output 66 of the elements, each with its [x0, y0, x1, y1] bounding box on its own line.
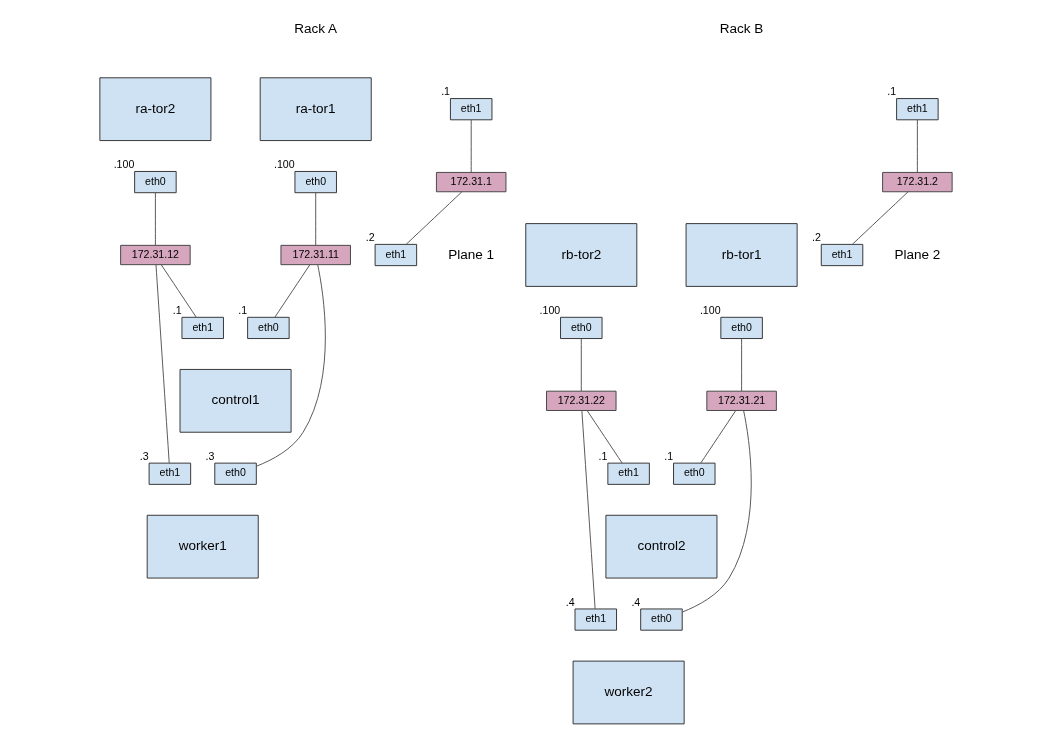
node-box: ra-tor1 [259, 77, 372, 142]
node-label: .1 [598, 450, 608, 463]
label: Plane 2 [894, 246, 941, 262]
node-label: .1 [441, 85, 451, 98]
node-box: eth0 [720, 316, 763, 340]
node-label: .3 [139, 450, 149, 463]
node-box: control1 [179, 368, 292, 433]
node-box: worker1 [146, 514, 259, 579]
node-box: eth1 [820, 243, 864, 267]
connector [160, 264, 197, 318]
node-label: .1 [238, 304, 248, 317]
node-label: .3 [205, 450, 215, 463]
connector [256, 264, 326, 467]
node-label: .100 [273, 158, 295, 171]
node-box: rb-tor1 [685, 223, 798, 287]
node-box: 172.31.11 [280, 244, 351, 266]
connector [741, 338, 743, 392]
node-label: .1 [887, 85, 897, 98]
connector [916, 119, 918, 173]
node-label: .4 [631, 595, 641, 608]
node-box: 172.31.12 [120, 244, 191, 266]
node-box: eth1 [374, 243, 418, 267]
connector [580, 338, 582, 392]
connector [586, 410, 623, 464]
node-box: eth1 [148, 462, 192, 485]
node-box: eth0 [294, 171, 337, 194]
node-box: eth0 [673, 462, 716, 485]
node-box: 172.31.2 [882, 171, 953, 193]
node-label: .1 [172, 304, 182, 317]
node-label: .1 [664, 450, 674, 463]
node-box: eth0 [247, 316, 290, 340]
label: Plane 1 [448, 246, 495, 262]
connector [315, 192, 317, 246]
node-box: eth0 [560, 316, 603, 340]
connector [581, 410, 596, 610]
connector [405, 191, 463, 245]
node-box: eth0 [134, 171, 177, 194]
node-label: .4 [565, 595, 575, 608]
node-label: .2 [365, 231, 375, 244]
node-box: worker2 [572, 660, 685, 725]
node-label: .100 [539, 304, 561, 317]
connector [681, 410, 752, 613]
node-label: .2 [812, 231, 821, 244]
node-box: eth1 [574, 608, 618, 631]
node-box: control2 [605, 514, 718, 579]
node-box: 172.31.22 [546, 390, 617, 411]
node-box: eth1 [607, 462, 650, 485]
node-box: ra-tor2 [99, 77, 212, 142]
label: Rack A [294, 21, 338, 37]
connector [470, 119, 472, 173]
node-box: eth1 [896, 98, 939, 121]
label: Rack B [719, 21, 764, 37]
connector [851, 191, 909, 245]
connector [154, 192, 156, 246]
node-box: eth1 [449, 98, 493, 121]
node-box: rb-tor2 [525, 223, 638, 287]
node-label: .100 [699, 304, 721, 317]
node-box: 172.31.1 [435, 171, 507, 193]
node-box: eth0 [214, 462, 257, 485]
node-box: eth0 [640, 608, 683, 631]
node-box: 172.31.21 [706, 390, 777, 411]
connector [274, 264, 311, 318]
node-label: .100 [113, 158, 135, 171]
connector [700, 410, 737, 464]
connector [155, 264, 170, 464]
node-box: eth1 [181, 316, 224, 340]
